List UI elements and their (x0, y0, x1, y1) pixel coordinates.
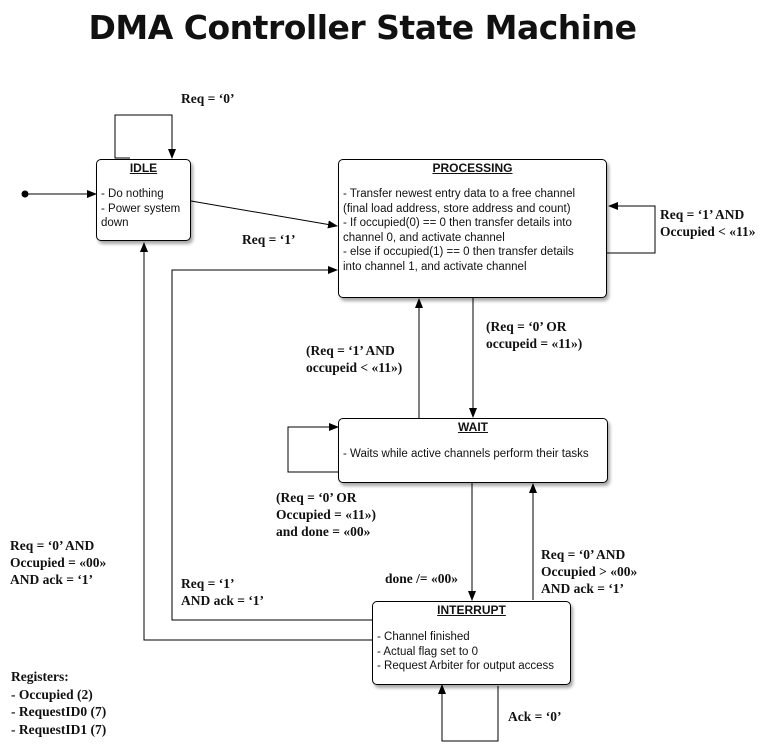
label-line: Occupied > «00» (541, 564, 638, 579)
label-line: AND ack = ‘1’ (541, 581, 625, 596)
label-processing-to-wait: (Req = ‘0’ OR occupeid = «11») (486, 318, 582, 352)
state-processing-line: into channel 1, and activate channel (343, 260, 527, 273)
state-idle-name: IDLE (129, 161, 158, 175)
state-idle-line: - Power system (101, 202, 181, 215)
label-line: Occupied = «11») (276, 507, 376, 522)
state-wait-line: - Waits while active channels perform th… (343, 448, 589, 460)
state-idle: IDLE - Do nothing - Power system down (96, 159, 191, 241)
idle-to-processing-arrow (190, 200, 338, 229)
registers-heading: Registers: (11, 669, 69, 684)
state-processing-line: - else if occupied(1) == 0 then transfer… (343, 246, 574, 258)
wait-self-loop (287, 423, 340, 473)
label-line: done /= «00» (385, 571, 458, 586)
state-wait-name: WAIT (458, 420, 488, 434)
state-processing-line: (final load address, store address and c… (343, 202, 571, 215)
state-interrupt-line: - Request Arbiter for output access (377, 660, 555, 672)
interrupt-to-processing-arrow (171, 266, 372, 621)
label-processing-self: Req = ‘1’ AND Occupied < «11» (660, 206, 755, 240)
label-interrupt-to-idle: Req = ‘0’ AND Occupied = «00» AND ack = … (10, 537, 106, 588)
label-idle-to-processing: Req = ‘1’ (242, 231, 295, 248)
state-processing-line: - If occupied(0) == 0 then transfer deta… (343, 217, 572, 229)
label-line: (Req = ‘0’ OR (276, 490, 357, 505)
state-interrupt-line: - Actual flag set to 0 (377, 645, 479, 658)
register-item: - RequestID1 (7) (11, 721, 107, 737)
label-line: Occupied < «11» (660, 224, 756, 239)
label-interrupt-self: Ack = ‘0’ (508, 708, 561, 725)
state-processing-line: channel 0, and activate channel (343, 231, 505, 244)
initial-state-dot (21, 190, 29, 198)
register-item: - Occupied (2) (11, 686, 93, 702)
state-interrupt-line: - Channel finished (377, 631, 470, 643)
label-line: and done = «00» (276, 524, 371, 539)
label-line: AND ack = ‘1’ (181, 593, 265, 608)
label-line: Ack = ‘0’ (508, 709, 562, 724)
label-line: AND ack = ‘1’ (10, 572, 94, 587)
state-idle-line: - Do nothing (101, 188, 164, 200)
label-interrupt-to-wait: Req = ‘0’ AND Occupied > «00» AND ack = … (541, 546, 637, 597)
label-line: Occupied = «00» (10, 555, 107, 570)
state-processing: PROCESSING - Transfer newest entry data … (338, 159, 607, 298)
label-line: occupeid = «11») (486, 336, 583, 351)
state-wait: WAIT - Waits while active channels perfo… (338, 418, 608, 483)
label-idle-self: Req = ‘0’ (181, 90, 234, 107)
label-wait-to-interrupt: done /= «00» (385, 570, 458, 587)
label-line: occupeid < «11») (306, 360, 403, 375)
state-processing-name: PROCESSING (432, 161, 513, 175)
state-interrupt-name: INTERRUPT (437, 603, 506, 617)
label-line: Req = ‘1’ AND (660, 207, 745, 222)
processing-self-loop (607, 202, 656, 254)
state-processing-line: - Transfer newest entry data to a free c… (343, 188, 576, 200)
label-line: Req = ‘1’ (242, 232, 296, 247)
label-wait-to-processing: (Req = ‘1’ AND occupeid < «11») (306, 342, 402, 376)
label-line: (Req = ‘0’ OR (486, 319, 567, 334)
label-wait-self: (Req = ‘0’ OR Occupied = «11») and done … (276, 489, 376, 540)
label-line: (Req = ‘1’ AND (306, 343, 395, 358)
interrupt-to-idle-arrow (140, 242, 372, 641)
label-line: Req = ‘0’ AND (10, 538, 95, 553)
label-interrupt-to-processing: Req = ‘1’ AND ack = ‘1’ (181, 575, 264, 609)
diagram-title: DMA Controller State Machine (88, 8, 637, 47)
label-line: Req = ‘0’ (181, 91, 235, 106)
label-line: Req = ‘1’ (181, 576, 235, 591)
state-interrupt: INTERRUPT - Channel finished - Actual fl… (372, 601, 571, 685)
idle-self-loop (114, 114, 176, 159)
register-item: - RequestID0 (7) (11, 704, 107, 719)
label-line: Req = ‘0’ AND (541, 547, 626, 562)
registers-list: Registers: - Occupied (2) - RequestID0 (… (11, 668, 106, 738)
state-idle-line: down (101, 217, 129, 229)
interrupt-self-loop (438, 684, 499, 742)
